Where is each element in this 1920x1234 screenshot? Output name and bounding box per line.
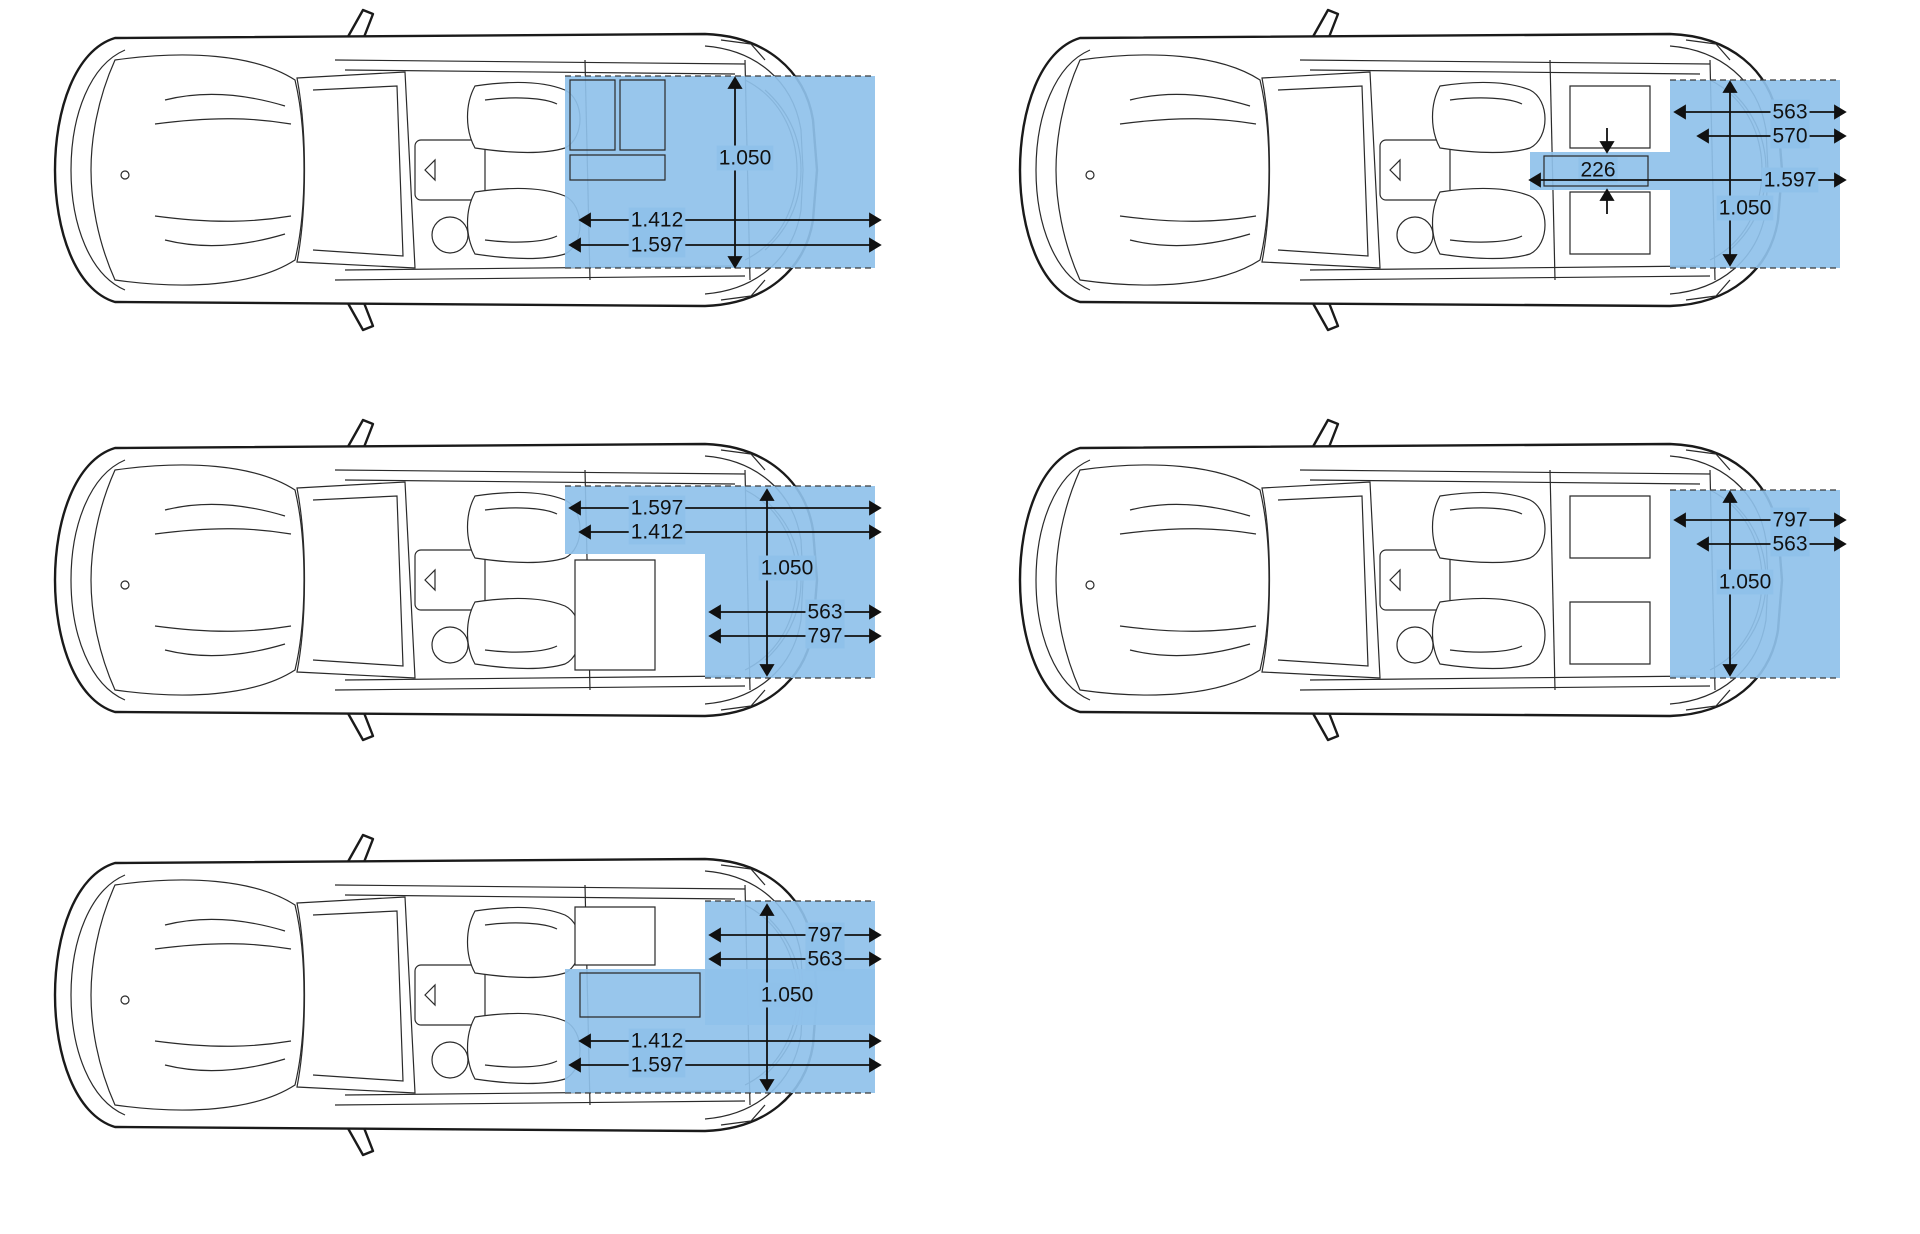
dim-short-inner-label: 563 [807,948,842,971]
label-backdrop [758,982,816,1008]
dim-outer-label: 1.597 [631,1054,684,1077]
label-backdrop [805,599,845,625]
label-backdrop [1716,569,1774,595]
label-backdrop [805,922,845,948]
dim-outer-label: 1.597 [631,234,684,257]
dim-inner-label: 1.412 [631,521,684,544]
label-backdrop [628,207,686,233]
dim-short-outer-label: 797 [807,625,842,648]
label-backdrop [1716,195,1774,221]
label-backdrop [628,1052,686,1078]
diagram-through-load: 563 570 226 1.597 1.050 [1018,8,1847,332]
dim-width-label: 1.050 [761,984,814,1007]
diagram-left-fold: 797 563 1.050 1.412 1.597 [53,833,882,1157]
label-backdrop [628,232,686,258]
dim-563-label: 563 [1772,101,1807,124]
label-backdrop [805,946,845,972]
diagram-full-fold: 1.050 1.412 1.597 [53,8,882,332]
cargo-area-upper [565,486,875,554]
label-backdrop [758,555,816,581]
label-backdrop [1770,99,1810,125]
label-backdrop [1770,123,1810,149]
dim-short-outer-label: 797 [807,924,842,947]
cargo-area [565,76,875,268]
dim-outer-label: 797 [1772,509,1807,532]
label-backdrop [1578,157,1618,183]
dim-226-label: 226 [1580,159,1615,182]
label-backdrop [716,145,774,171]
label-backdrop [805,623,845,649]
label-backdrop [1761,167,1819,193]
car-outline [1018,418,1784,742]
dim-1597-label: 1.597 [1764,169,1817,192]
label-backdrop [1770,507,1810,533]
label-backdrop [1770,531,1810,557]
dim-inner-label: 1.412 [631,1030,684,1053]
label-backdrop [628,519,686,545]
dim-width-label: 1.050 [1719,197,1772,220]
dim-short-inner-label: 563 [807,601,842,624]
dim-inner-label: 1.412 [631,209,684,232]
dim-width-label: 1.050 [1719,571,1772,594]
dim-outer-label: 1.597 [631,497,684,520]
diagram-right-fold: 1.597 1.412 1.050 563 797 [53,418,882,742]
dim-inner-label: 563 [1772,533,1807,556]
diagram-seats-up: 797 563 1.050 [1018,418,1847,742]
dim-width-label: 1.050 [761,557,814,580]
label-backdrop [628,495,686,521]
dim-width-label: 1.050 [719,147,772,170]
car-outline [53,418,819,742]
cargo-area-lower [565,969,875,1093]
dim-570-label: 570 [1772,125,1807,148]
label-backdrop [628,1028,686,1054]
